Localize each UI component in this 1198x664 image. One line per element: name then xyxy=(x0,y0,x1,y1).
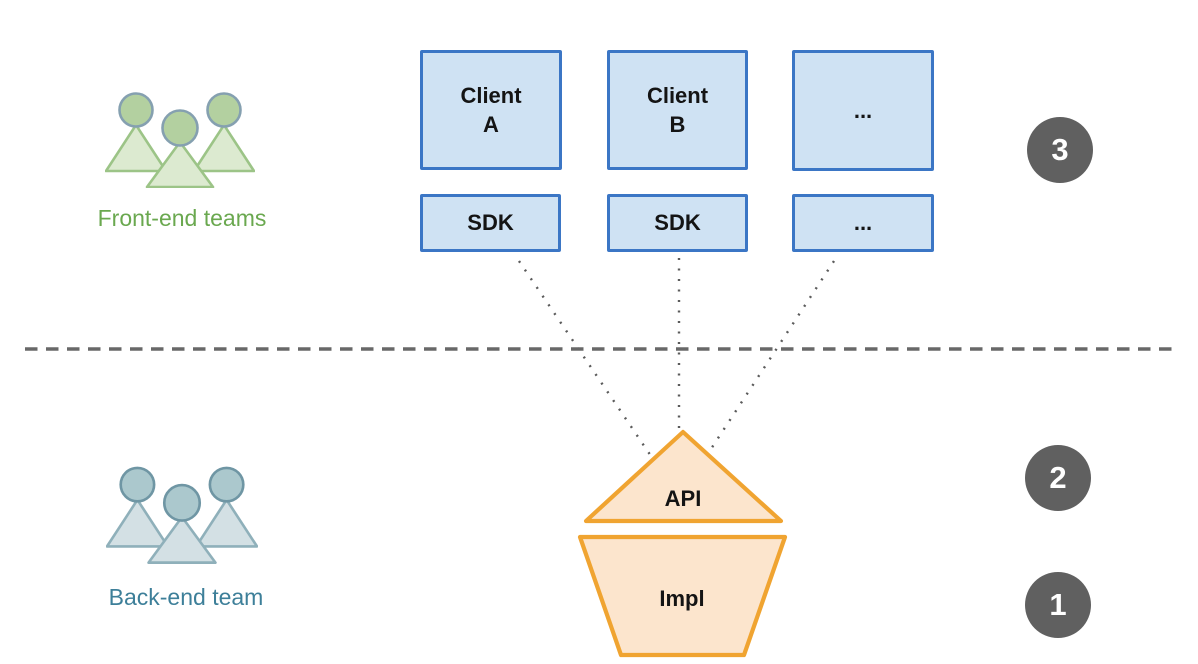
client-b-line1: Client xyxy=(646,82,709,108)
sdk-a-box: SDK xyxy=(420,194,561,252)
sdk-b-label: SDK xyxy=(654,210,701,236)
step-badge-1: 1 xyxy=(1025,572,1091,638)
client-a-line1: Client xyxy=(460,82,522,108)
sdk-more-to-api-dotted-line xyxy=(707,260,836,453)
sdk-a-to-api-dotted-line xyxy=(518,260,654,460)
front-end-teams-people-icon xyxy=(105,92,255,188)
step-badge-3: 3 xyxy=(1027,117,1093,183)
impl-shape xyxy=(577,534,788,658)
client-b-box: Client B xyxy=(607,50,748,170)
client-more-line1: ... xyxy=(853,97,873,123)
sdk-b-box: SDK xyxy=(607,194,748,252)
client-a-box: Client A xyxy=(420,50,562,170)
back-end-team-people-icon xyxy=(106,466,258,564)
client-a-line2: A xyxy=(483,112,499,137)
sdk-more-box: ... xyxy=(792,194,934,252)
sdk-more-label: ... xyxy=(853,210,873,236)
front-end-teams-label: Front-end teams xyxy=(97,205,267,231)
api-triangle-shape xyxy=(583,429,784,524)
impl-shape-label: Impl xyxy=(659,586,705,611)
client-b-line2: B xyxy=(669,112,686,137)
client-more-box: ... xyxy=(792,50,934,171)
step-badge-2: 2 xyxy=(1025,445,1091,511)
api-shape-label: API xyxy=(664,486,702,511)
back-end-team-label: Back-end team xyxy=(108,584,264,610)
sdk-a-label: SDK xyxy=(467,210,514,236)
